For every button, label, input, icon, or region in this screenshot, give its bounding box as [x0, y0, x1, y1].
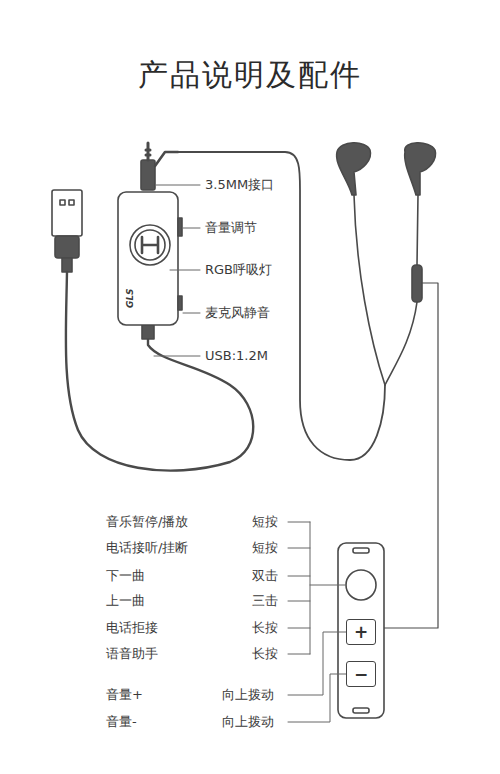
- left-earbud: [337, 143, 371, 195]
- title: 产品说明及配件: [138, 55, 362, 95]
- jack-bend: [155, 152, 178, 166]
- button-symbol: −: [354, 665, 368, 683]
- control-label: 音量调节: [205, 219, 257, 237]
- light-label: RGB呼吸灯: [205, 261, 272, 279]
- action-label: 向上拨动: [222, 713, 274, 731]
- remote-button: −: [346, 661, 376, 687]
- right-earbud: [405, 143, 436, 195]
- action-label: 长按: [252, 645, 278, 663]
- remote-body: [338, 543, 384, 718]
- inline-mic: [412, 265, 422, 302]
- action-label: 短按: [252, 539, 278, 557]
- action-label: 向上拨动: [222, 686, 274, 704]
- remote-leader: [384, 283, 438, 628]
- logo-mark: [142, 237, 158, 253]
- usb-hole: [60, 200, 65, 205]
- earphone-cable: [178, 152, 385, 460]
- remote-main-button: [346, 570, 376, 600]
- usb-plug-metal: [52, 190, 82, 236]
- function-label: 上一曲: [106, 592, 145, 610]
- rgb-ring: [130, 225, 170, 265]
- action-label: 双击: [252, 567, 278, 585]
- usb-strain-relief: [62, 258, 72, 272]
- jack-body: [141, 160, 155, 190]
- mic-mute-switch: [178, 296, 182, 310]
- button-symbol: +: [354, 623, 368, 641]
- remote-button: +: [346, 619, 376, 645]
- action-label: 三击: [252, 592, 278, 610]
- left-wire: [354, 195, 385, 385]
- control-label: 麦克风静音: [205, 304, 270, 322]
- function-label: 音乐暂停/播放: [106, 513, 188, 531]
- cable-length: USB:1.2M: [205, 347, 268, 365]
- action-label: 长按: [252, 619, 278, 637]
- volume-wheel: [178, 218, 182, 236]
- rgb-ring-inner: [135, 230, 165, 260]
- usb-plug-body: [55, 236, 79, 258]
- sound-card-housing: [118, 192, 178, 325]
- remote-clip: [353, 548, 369, 553]
- cable-strain-relief: [142, 325, 154, 339]
- remote-clip: [353, 708, 369, 713]
- function-label: 下一曲: [106, 567, 145, 585]
- function-label: 音量-: [106, 713, 137, 731]
- function-label: 语音助手: [106, 645, 158, 663]
- brand-logo: GLS: [121, 288, 139, 308]
- function-label: 音量+: [106, 686, 143, 704]
- function-label: 电话拒接: [106, 619, 158, 637]
- action-label: 短按: [252, 513, 278, 531]
- jack-pin: [146, 143, 150, 160]
- port-label: 3.5MM接口: [205, 176, 274, 194]
- usb-hole: [69, 200, 74, 205]
- function-label: 电话接听/挂断: [106, 539, 188, 557]
